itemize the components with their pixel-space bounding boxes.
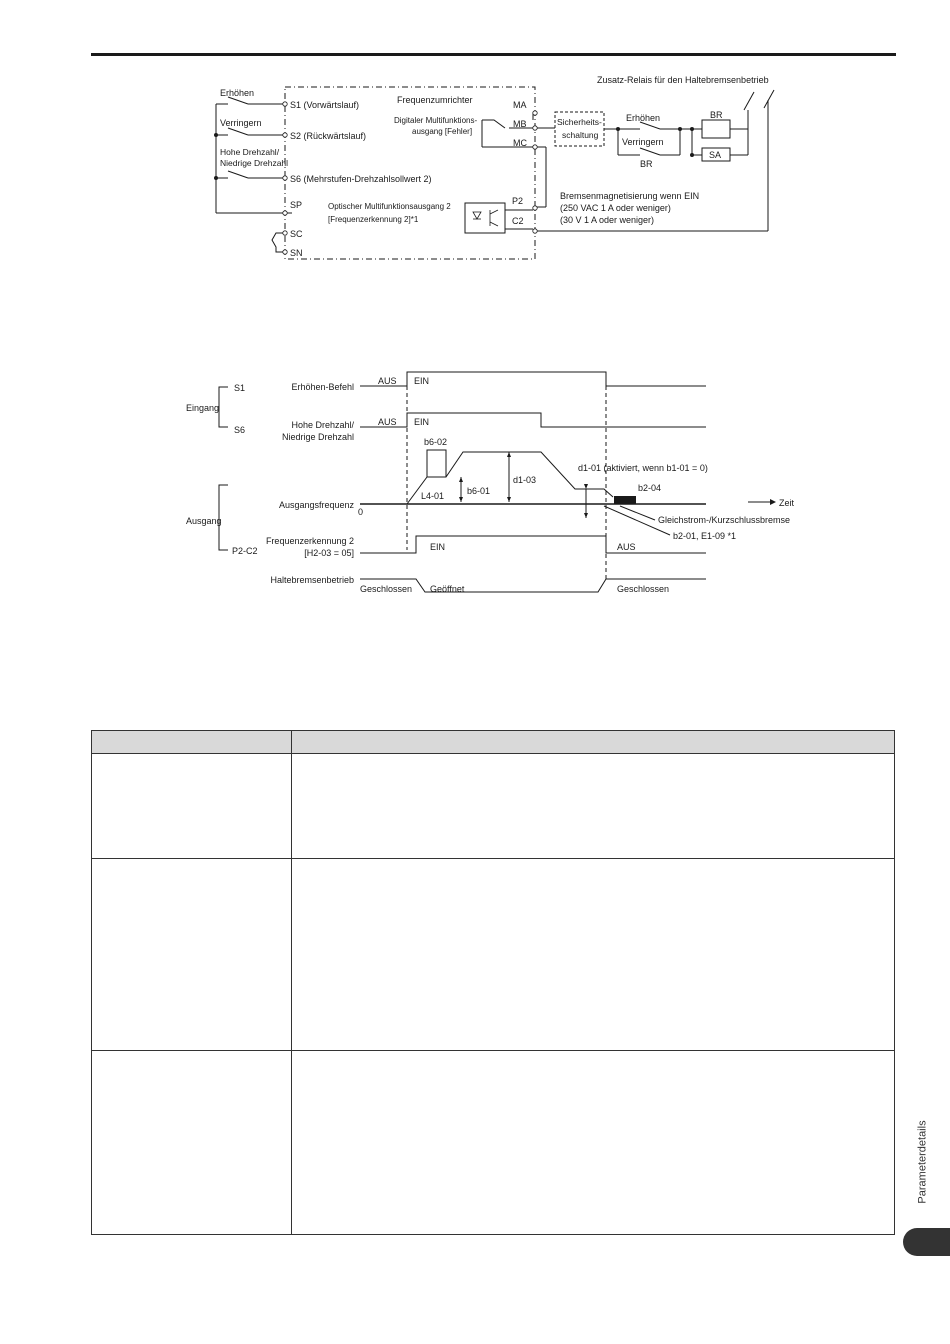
dc-brake-block <box>614 496 636 504</box>
terminal-sp: SP <box>290 200 302 210</box>
label-br-coil: BR <box>710 110 723 120</box>
terminal-sn: SN <box>290 248 303 258</box>
terminal-c2: C2 <box>512 216 524 226</box>
label-safety-1: Sicherheits- <box>557 117 602 127</box>
label-inverter: Frequenzumrichter <box>397 95 473 105</box>
side-tab: Parameterdetails <box>903 1108 943 1216</box>
label-ausgang: Ausgang <box>186 516 222 526</box>
label-freq-detect-2: [H2-03 = 05] <box>304 548 354 558</box>
label-freq-detect-1: Frequenzerkennung 2 <box>266 536 354 546</box>
label-erhoehen-left: Erhöhen <box>220 88 254 98</box>
state-geoeffnet: Geöffnet <box>430 584 465 594</box>
label-verringern-left: Verringern <box>220 118 262 128</box>
state-geschlossen-1: Geschlossen <box>360 584 412 594</box>
label-speed-switch-2: Niedrige Drehzahl <box>220 158 288 168</box>
label-dc-brake: Gleichstrom-/Kurzschlussbremse <box>658 515 790 525</box>
terminal-ma: MA <box>513 100 527 110</box>
label-brake-1: Bremsenmagnetisierung wenn EIN <box>560 191 699 201</box>
label-optical-out-2: [Frequenzerkennung 2]*1 <box>328 215 419 224</box>
label-sa: SA <box>709 150 721 160</box>
terminal-s2: S2 (Rückwärtslauf) <box>290 131 366 141</box>
label-b2-01: b2-01, E1-09 *1 <box>673 531 736 541</box>
state-geschlossen-2: Geschlossen <box>617 584 669 594</box>
label-br-contact: BR <box>640 159 653 169</box>
side-tab-label: Parameterdetails <box>917 1120 929 1204</box>
label-b2-04: b2-04 <box>638 483 661 493</box>
terminal-sc: SC <box>290 229 303 239</box>
label-p2c2: P2-C2 <box>232 546 258 556</box>
label-verringern-right: Verringern <box>622 137 664 147</box>
page-number-tab <box>903 1228 950 1256</box>
label-relay-title: Zusatz-Relais für den Haltebremsenbetrie… <box>597 75 769 85</box>
terminal-p2: P2 <box>512 196 523 206</box>
parameter-table <box>91 730 895 1235</box>
label-digital-out-2: ausgang [Fehler] <box>412 127 472 136</box>
label-s1: S1 <box>234 383 245 393</box>
state-ein-2: EIN <box>414 417 429 427</box>
label-safety-2: schaltung <box>562 130 599 140</box>
timing-diagram: S1 S6 Eingang Ausgang P2-C2 Erhöhen-Befe… <box>186 371 795 594</box>
state-ein-1: EIN <box>414 376 429 386</box>
label-ausgangsfrequenz: Ausgangsfrequenz <box>279 500 355 510</box>
label-d1-01: d1-01 (aktiviert, wenn b1-01 = 0) <box>578 463 708 473</box>
state-aus-1: AUS <box>378 376 397 386</box>
label-brake-3: (30 V 1 A oder weniger) <box>560 215 654 225</box>
label-b6-01: b6-01 <box>467 486 490 496</box>
label-digital-out-1: Digitaler Multifunktions- <box>394 116 477 125</box>
label-optical-out-1: Optischer Multifunktionsausgang 2 <box>328 202 451 211</box>
table-row-divider <box>92 858 894 859</box>
state-ein-3: EIN <box>430 542 445 552</box>
label-zeit: Zeit <box>779 498 795 508</box>
table-header <box>92 731 894 754</box>
label-eingang: Eingang <box>186 403 219 413</box>
wiring-diagram: Erhöhen Verringern Hohe Drehzahl/ Niedri… <box>214 75 775 260</box>
state-aus-2: AUS <box>378 417 397 427</box>
label-b6-02: b6-02 <box>424 437 447 447</box>
table-row-divider <box>92 1050 894 1051</box>
terminal-mc: MC <box>513 138 527 148</box>
label-haltebremse: Haltebremsenbetrieb <box>270 575 354 585</box>
label-zero: 0 <box>358 507 363 517</box>
label-l4-01: L4-01 <box>421 491 444 501</box>
terminal-s6: S6 (Mehrstufen-Drehzahlsollwert 2) <box>290 174 432 184</box>
label-speed-2: Niedrige Drehzahl <box>282 432 354 442</box>
state-aus-3: AUS <box>617 542 636 552</box>
header-rule <box>91 53 896 56</box>
inverter-box <box>284 86 536 260</box>
terminal-s1: S1 (Vorwärtslauf) <box>290 100 359 110</box>
table-column-divider <box>291 731 292 1234</box>
terminal-mb: MB <box>513 119 527 129</box>
label-erhoehen-befehl: Erhöhen-Befehl <box>291 382 354 392</box>
label-brake-2: (250 VAC 1 A oder weniger) <box>560 203 671 213</box>
label-speed-switch-1: Hohe Drehzahl/ <box>220 147 280 157</box>
label-erhoehen-right: Erhöhen <box>626 113 660 123</box>
label-speed-1: Hohe Drehzahl/ <box>291 420 354 430</box>
label-d1-03: d1-03 <box>513 475 536 485</box>
label-s6: S6 <box>234 425 245 435</box>
